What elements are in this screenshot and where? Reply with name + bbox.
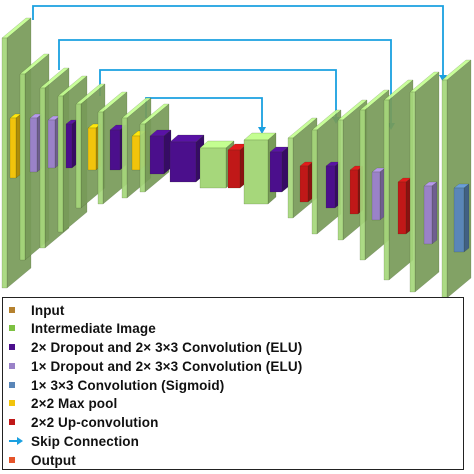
dropout2-swatch: [9, 344, 15, 350]
dropout-block: [65, 119, 78, 169]
front-face: [109, 129, 121, 171]
legend-label: 2×2 Max pool: [31, 395, 118, 411]
front-face: [349, 169, 359, 215]
legend-label: Skip Connection: [31, 433, 140, 449]
legend-item-maxpool: 2×2 Max pool: [9, 394, 117, 412]
front-face: [397, 181, 407, 235]
skip-connection: [32, 5, 447, 82]
legend-item-intermediate: Intermediate Image: [9, 319, 156, 337]
front-face: [423, 185, 433, 245]
front-face: [87, 127, 97, 171]
upconv-block: [397, 177, 412, 235]
front-face: [65, 123, 73, 169]
maxpool-block: [9, 113, 22, 179]
front-face: [359, 109, 366, 261]
sigmoid-block: [453, 183, 470, 253]
dropout-block: [371, 167, 386, 221]
legend-label: 2× Dropout and 2× 3×3 Convolution (ELU): [31, 339, 303, 355]
front-face: [97, 111, 104, 205]
front-face: [383, 99, 390, 281]
front-face: [57, 95, 64, 233]
front-face: [9, 117, 17, 179]
front-face: [75, 103, 82, 209]
legend-label: 1× Dropout and 2× 3×3 Convolution (ELU): [31, 358, 303, 374]
legend-label: 2×2 Up-convolution: [31, 414, 159, 430]
arrow-right-icon: [9, 437, 23, 445]
skip-connection-line: [58, 39, 392, 124]
front-face: [441, 79, 448, 299]
dropout1-swatch: [9, 363, 15, 369]
skip-connection-arrowhead: [439, 75, 447, 82]
front-face: [39, 87, 46, 249]
dropout-block: [269, 146, 289, 193]
front-face: [19, 73, 26, 261]
dropout-block: [423, 181, 438, 245]
legend: Input Intermediate Image 2× Dropout and …: [2, 297, 464, 470]
maxpool-swatch: [9, 400, 15, 406]
front-face: [371, 171, 381, 221]
front-face: [131, 135, 141, 171]
upconv-swatch: [9, 419, 15, 425]
front-face: [121, 117, 128, 199]
front-face: [409, 91, 416, 293]
legend-item-dropout1: 1× Dropout and 2× 3×3 Convolution (ELU): [9, 357, 302, 375]
front-face: [325, 165, 336, 209]
legend-item-input: Input: [9, 301, 65, 319]
legend-item-skip: Skip Connection: [9, 432, 139, 450]
front-face: [149, 135, 165, 175]
legend-item-dropout2: 2× Dropout and 2× 3×3 Convolution (ELU): [9, 338, 302, 356]
intermediate-swatch: [9, 325, 15, 331]
front-face: [199, 147, 227, 189]
input-swatch: [9, 307, 15, 313]
skip-connection-line: [32, 5, 444, 76]
legend-item-upconv: 2×2 Up-convolution: [9, 413, 158, 431]
front-face: [243, 139, 269, 205]
skip-connection-line: [99, 69, 337, 118]
front-face: [47, 119, 56, 169]
bottleneck-block: [169, 134, 205, 183]
network-diagram: [1, 5, 472, 299]
intermediate-slab: [441, 59, 472, 299]
front-face: [337, 119, 344, 241]
front-face: [299, 165, 309, 203]
front-face: [29, 117, 38, 173]
front-face: [269, 151, 283, 193]
front-face: [1, 37, 8, 289]
layers-layer: [1, 17, 472, 299]
front-face: [169, 141, 197, 183]
front-face: [311, 129, 318, 235]
sigmoid-swatch: [9, 382, 15, 388]
front-face: [139, 123, 146, 193]
legend-item-sigmoid: 1× 3×3 Convolution (Sigmoid): [9, 376, 224, 394]
side-face: [446, 59, 472, 299]
front-face: [453, 187, 465, 253]
skip-connection-arrowhead: [258, 127, 266, 134]
front-face: [287, 137, 294, 219]
side-face: [281, 146, 289, 193]
legend-label: Input: [31, 302, 65, 318]
output-swatch: [9, 457, 15, 463]
side-face: [431, 181, 438, 245]
upconv-block: [299, 161, 314, 203]
legend-item-output: Output: [9, 451, 76, 469]
legend-label: Intermediate Image: [31, 320, 156, 336]
dropout-block: [149, 129, 172, 175]
legend-label: 1× 3×3 Convolution (Sigmoid): [31, 377, 225, 393]
side-face: [463, 183, 470, 253]
legend-label: Output: [31, 452, 76, 468]
front-face: [227, 149, 241, 189]
